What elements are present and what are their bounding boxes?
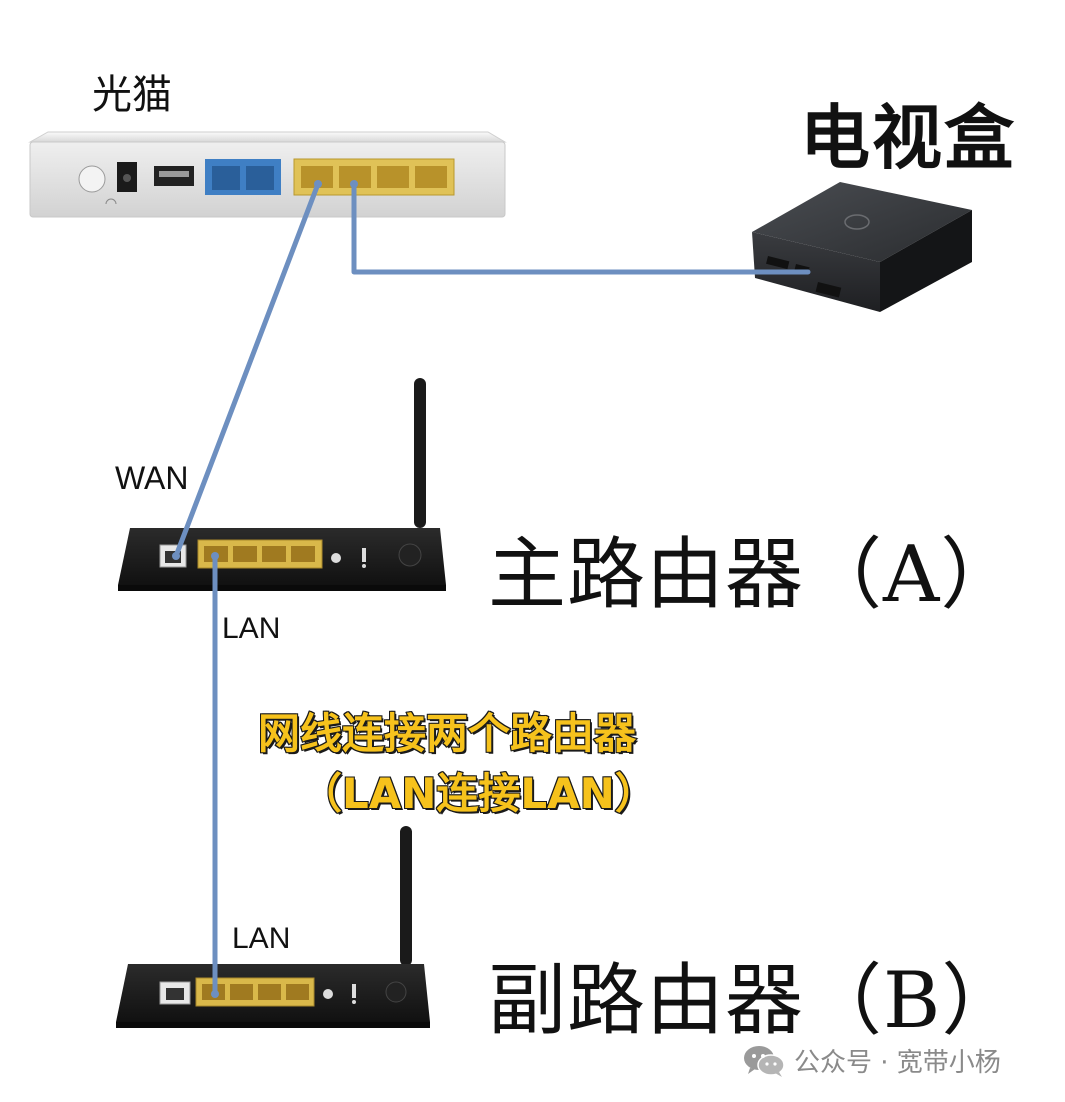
- caption-line-2: （LAN连接LAN）: [299, 768, 658, 819]
- sub-router-label: 副路由器（B）: [488, 956, 1021, 1046]
- antenna: [414, 378, 426, 528]
- watermark-text: 公众号 · 宽带小杨: [794, 1048, 1001, 1078]
- sub-lan-port-label: LAN: [232, 922, 291, 955]
- main-router-device: [118, 378, 446, 591]
- onu-device: [28, 131, 507, 218]
- main-router-label: 主路由器（A）: [488, 530, 1020, 620]
- tv-box-label: 电视盒: [800, 96, 1016, 179]
- tv-box-ports: [766, 255, 790, 270]
- cable-onu-to-tv: [351, 181, 811, 275]
- wan-port-label: WAN: [115, 460, 189, 496]
- cable-onu-to-wan: [173, 181, 321, 559]
- main-lan-port-label: LAN: [222, 612, 281, 645]
- sub-router-device: [116, 826, 430, 1028]
- antenna: [400, 826, 412, 966]
- power-button: [78, 165, 106, 193]
- onu-label: 光猫: [92, 72, 172, 118]
- wechat-icon: [744, 1045, 785, 1077]
- watermark: 公众号 · 宽带小杨: [742, 1042, 1001, 1079]
- caption-line-1: 网线连接两个路由器: [257, 708, 637, 759]
- tv-box-device: [752, 182, 972, 312]
